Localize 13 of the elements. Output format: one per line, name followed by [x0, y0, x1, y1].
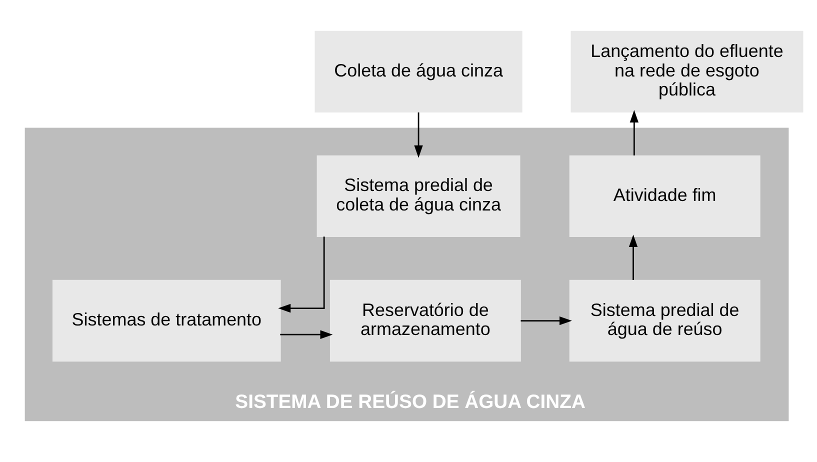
arrow: [278, 236, 325, 312]
node-box: Reservatório de armazenamento: [330, 279, 521, 362]
arrow: [630, 110, 639, 155]
node-box: Coleta de água cinza: [314, 30, 522, 112]
node-box: Sistema predial de coleta de água cinza: [316, 154, 520, 237]
node-box: Atividade fim: [569, 154, 760, 237]
arrow: [628, 234, 638, 280]
node-box: Sistema predial de água de reúso: [569, 279, 760, 362]
arrow: [414, 112, 423, 158]
arrow: [280, 330, 333, 338]
node-box: Sistemas de tratamento: [52, 279, 281, 362]
node-box: Lançamento do efluente na rede de esgoto pública: [570, 30, 804, 112]
arrow: [520, 316, 572, 325]
